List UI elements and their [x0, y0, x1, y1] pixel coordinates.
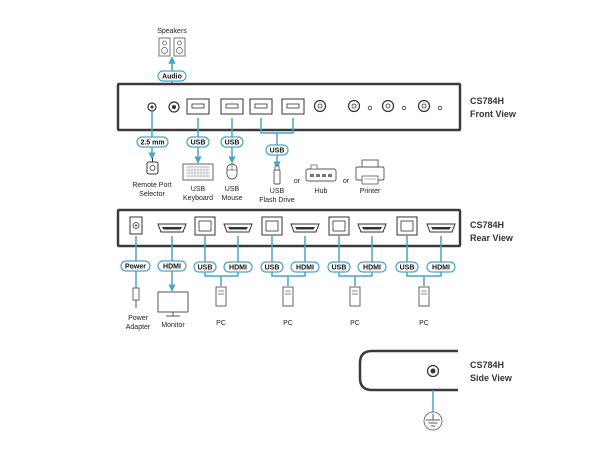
side-view-model: CS784H [470, 360, 504, 370]
usb-badge-mouse: USB [220, 136, 244, 148]
pc-label: PC [216, 320, 226, 327]
pc-hdmi-badge: HDMI [363, 265, 381, 272]
speakers-label: Speakers [157, 28, 187, 35]
svg-text:USB: USB [270, 148, 285, 155]
rear-view-name: Rear View [470, 233, 514, 243]
ground-icon [423, 411, 443, 431]
pc-tower-icon [282, 286, 294, 307]
hub-icon [305, 164, 337, 182]
keyboard-label-1: USB [191, 186, 206, 193]
remote-selector-icon [146, 158, 159, 175]
speakers-icon [158, 37, 186, 57]
flash-drive-icon [273, 165, 281, 185]
mouse-icon [226, 163, 238, 180]
or-separator-1: or [294, 178, 301, 185]
pc-usb-badge: USB [198, 265, 213, 272]
pc-tower-icon [349, 286, 361, 307]
pc-hdmi-badge: HDMI [229, 265, 247, 272]
usb-badge-keyboard: USB [186, 136, 210, 148]
pc-hdmi-badge: HDMI [296, 265, 314, 272]
pc-group-3: USB HDMI PC [327, 236, 387, 327]
usb-badge-flash: USB [265, 144, 289, 156]
pc-group-4: USB HDMI PC [395, 236, 456, 327]
printer-label: Printer [360, 188, 381, 195]
keyboard-label-2: Keyboard [183, 195, 213, 202]
rear-view-model: CS784H [470, 220, 504, 230]
pc-usb-badge: USB [265, 265, 280, 272]
power-adapter-icon [132, 287, 140, 308]
monitor-label: Monitor [161, 322, 185, 329]
svg-text:Audio: Audio [162, 74, 182, 81]
pc-usb-badge: USB [400, 265, 415, 272]
flash-label-2: Flash Drive [259, 197, 295, 204]
flash-label-1: USB [270, 188, 285, 195]
remote-label-2: Selector [139, 191, 165, 198]
front-view-name: Front View [470, 109, 517, 119]
hub-label: Hub [315, 188, 328, 195]
pc-group-1: USB HDMI PC [193, 236, 253, 327]
pc-tower-icon [215, 286, 227, 307]
audio-badge: Audio [157, 70, 187, 82]
or-separator-2: or [343, 178, 350, 185]
svg-text:Power: Power [125, 264, 146, 271]
mouse-label-2: Mouse [221, 195, 242, 202]
side-view-name: Side View [470, 373, 513, 383]
pc-label: PC [283, 320, 293, 327]
monitor-icon [157, 291, 189, 317]
pc-hdmi-badge: HDMI [432, 265, 450, 272]
pc-label: PC [350, 320, 360, 327]
pc-group-2: USB HDMI PC [260, 236, 320, 327]
rear-panel [116, 208, 462, 248]
keyboard-icon [182, 163, 214, 181]
side-panel [358, 349, 458, 392]
mm-badge: 2.5 mm [136, 136, 169, 148]
front-panel [116, 82, 462, 132]
svg-text:2.5 mm: 2.5 mm [140, 140, 164, 147]
svg-text:HDMI: HDMI [163, 264, 181, 271]
front-view-model: CS784H [470, 96, 504, 106]
power-label-2: Adapter [126, 324, 151, 331]
mouse-label-1: USB [225, 186, 240, 193]
hdmi-badge-monitor: HDMI [157, 260, 187, 272]
power-label-1: Power [128, 315, 149, 322]
remote-label-1: Remote Port [132, 182, 171, 189]
svg-text:USB: USB [191, 140, 206, 147]
pc-usb-badge: USB [332, 265, 347, 272]
svg-text:USB: USB [225, 140, 240, 147]
pc-tower-icon [418, 286, 430, 307]
pc-label: PC [419, 320, 429, 327]
power-badge: Power [120, 260, 151, 272]
printer-icon [355, 159, 385, 185]
